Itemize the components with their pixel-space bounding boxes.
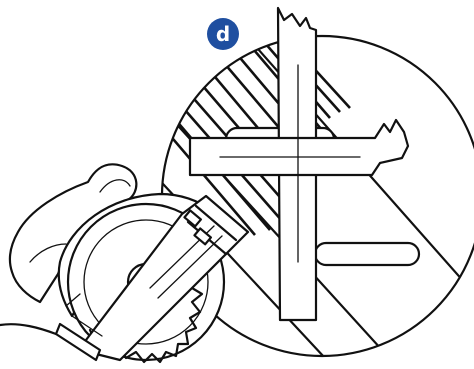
step-label: d [216, 22, 230, 46]
power-cord [0, 324, 56, 334]
pilot-hole-slot-icon [315, 243, 419, 265]
step-badge: d [207, 18, 239, 50]
